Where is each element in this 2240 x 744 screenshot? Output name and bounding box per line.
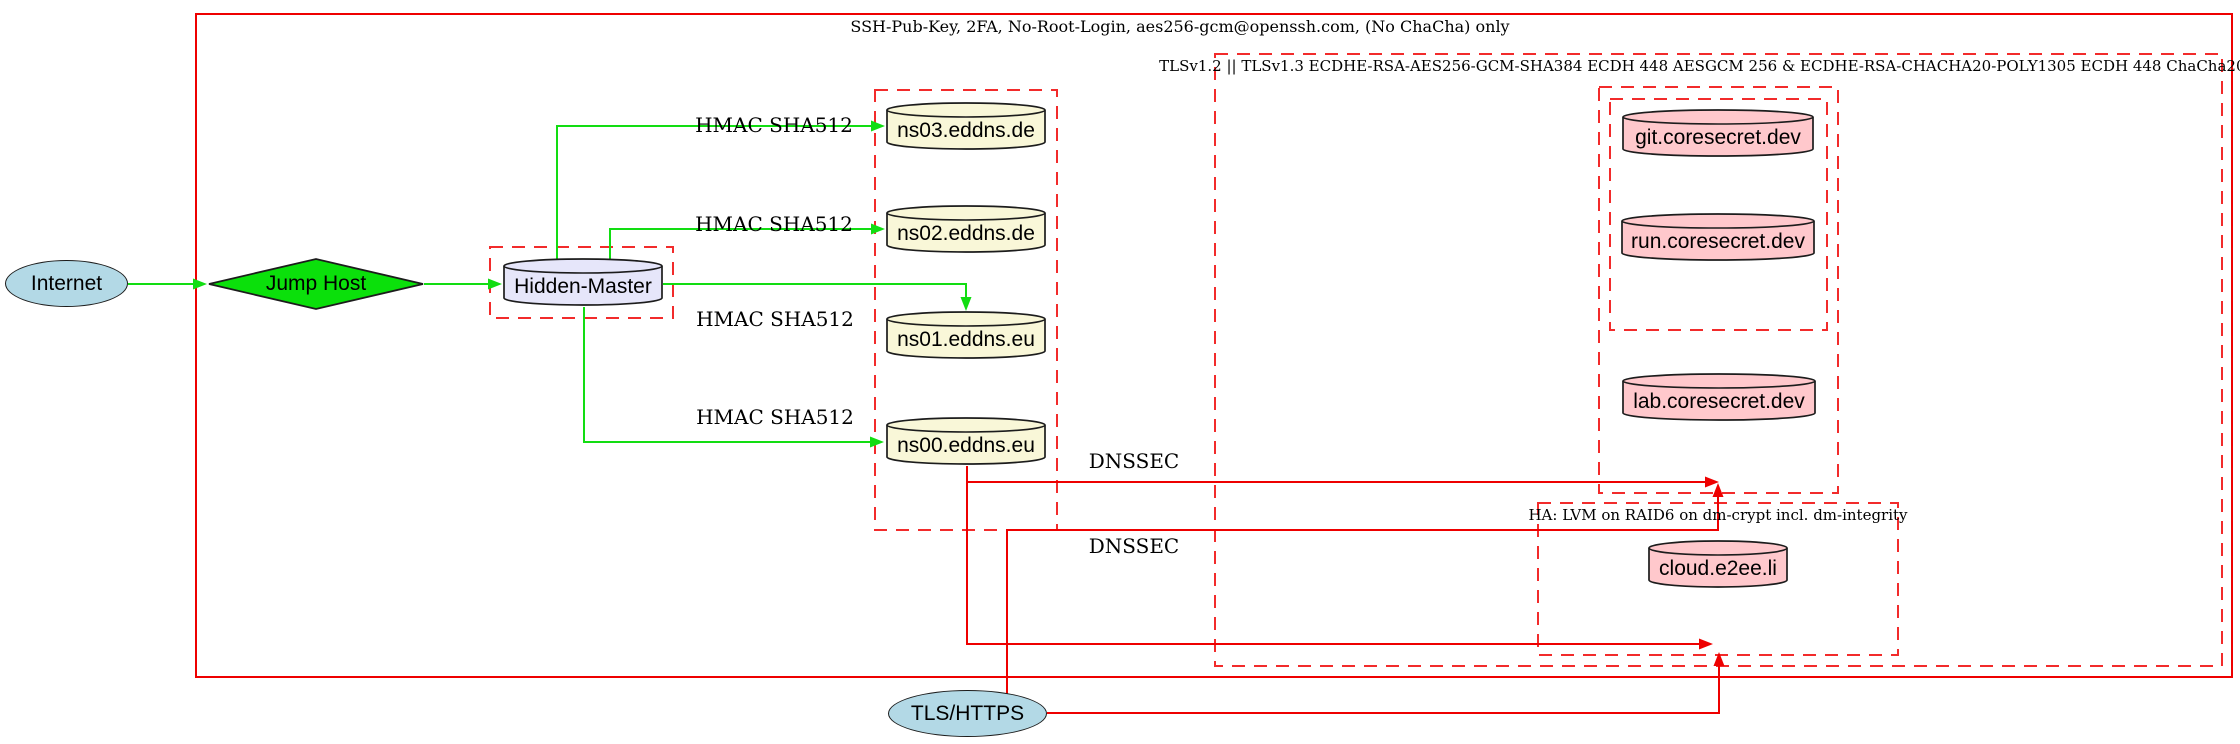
node-run-coresecret-label: run.coresecret.dev bbox=[1631, 229, 1805, 253]
node-jump-host-label: Jump Host bbox=[265, 272, 367, 295]
cylinder-shape bbox=[503, 258, 663, 306]
node-ns01-label: ns01.eddns.eu bbox=[897, 327, 1035, 351]
arrowhead-hiddenmaster-to-ns00 bbox=[870, 436, 884, 448]
cluster-ssh-label: SSH-Pub-Key, 2FA, No-Root-Login, aes256-… bbox=[850, 17, 1510, 36]
edge-dnssec-to-ha bbox=[966, 482, 1699, 645]
arrowhead-hiddenmaster-to-ns01 bbox=[960, 297, 972, 311]
node-internet-label: Internet bbox=[30, 271, 103, 295]
node-tls-https: TLS/HTTPS bbox=[888, 690, 1047, 737]
arrowhead-dnssec-to-coresecret bbox=[1705, 476, 1719, 488]
cylinder-shape bbox=[886, 205, 1046, 253]
cylinder-shape bbox=[1621, 213, 1815, 261]
node-ns01: ns01.eddns.eu bbox=[886, 311, 1046, 359]
edge-label-dnssec-lower: DNSSEC bbox=[1088, 534, 1180, 558]
edge-hiddenmaster-to-ns03 bbox=[556, 125, 871, 259]
arrowhead-jumphost-to-hiddenmaster bbox=[488, 278, 502, 290]
node-run-coresecret: run.coresecret.dev bbox=[1621, 213, 1815, 261]
cluster-ssh-box bbox=[195, 13, 2233, 678]
arrowhead-hiddenmaster-to-ns02 bbox=[871, 223, 885, 235]
node-ns02: ns02.eddns.de bbox=[886, 205, 1046, 253]
node-hidden-master-label: Hidden-Master bbox=[514, 274, 652, 298]
node-jump-host: Jump Host bbox=[208, 258, 424, 310]
edge-label-dnssec-upper: DNSSEC bbox=[1088, 449, 1180, 473]
node-lab-coresecret-label: lab.coresecret.dev bbox=[1633, 389, 1805, 413]
edge-tlshttps-to-coresecret bbox=[1006, 497, 1719, 698]
cluster-ha-label: HA: LVM on RAID6 on dm-crypt incl. dm-in… bbox=[1528, 506, 1908, 524]
node-cloud-e2ee-label: cloud.e2ee.li bbox=[1659, 556, 1777, 580]
cluster-gitrun-box bbox=[1609, 98, 1828, 331]
edge-label-hmac-ns02: HMAC SHA512 bbox=[695, 212, 853, 236]
cylinder-shape bbox=[1622, 373, 1816, 421]
edge-dnssec-to-coresecret bbox=[966, 466, 1705, 483]
edge-hiddenmaster-to-ns00 bbox=[583, 307, 870, 443]
edge-label-hmac-ns00: HMAC SHA512 bbox=[696, 405, 854, 429]
arrowhead-hiddenmaster-to-ns03 bbox=[871, 120, 885, 132]
diamond-shape bbox=[208, 258, 424, 310]
node-hidden-master: Hidden-Master bbox=[503, 258, 663, 306]
edge-tlshttps-to-ha bbox=[1047, 666, 1720, 714]
node-cloud-e2ee: cloud.e2ee.li bbox=[1648, 540, 1788, 588]
node-ns03-label: ns03.eddns.de bbox=[897, 118, 1035, 142]
arrowhead-dnssec-to-ha bbox=[1699, 638, 1713, 650]
node-git-coresecret: git.coresecret.dev bbox=[1622, 109, 1814, 157]
edge-hiddenmaster-to-ns02 bbox=[609, 228, 871, 259]
edge-label-hmac-ns03: HMAC SHA512 bbox=[695, 113, 853, 137]
cylinder-shape bbox=[1648, 540, 1788, 588]
arrowhead-internet-to-jumphost bbox=[193, 278, 207, 290]
node-ns03: ns03.eddns.de bbox=[886, 102, 1046, 150]
node-lab-coresecret: lab.coresecret.dev bbox=[1622, 373, 1816, 421]
edge-hiddenmaster-to-ns01 bbox=[663, 283, 967, 297]
node-git-coresecret-label: git.coresecret.dev bbox=[1635, 125, 1801, 149]
node-ns02-label: ns02.eddns.de bbox=[897, 221, 1035, 245]
cylinder-shape bbox=[886, 102, 1046, 150]
node-tls-https-label: TLS/HTTPS bbox=[910, 701, 1025, 725]
cluster-coresecret-box bbox=[1598, 86, 1839, 494]
cylinder-shape bbox=[886, 417, 1046, 465]
arrowhead-tlshttps-to-coresecret bbox=[1712, 483, 1724, 497]
node-internet: Internet bbox=[5, 260, 128, 307]
cylinder-shape bbox=[1622, 109, 1814, 157]
arrowhead-tlshttps-to-ha bbox=[1713, 652, 1725, 666]
edge-label-hmac-ns01: HMAC SHA512 bbox=[696, 307, 854, 331]
cluster-tls-label: TLSv1.2 || TLSv1.3 ECDHE-RSA-AES256-GCM-… bbox=[1159, 57, 2240, 75]
node-ns00-label: ns00.eddns.eu bbox=[897, 433, 1035, 457]
cylinder-shape bbox=[886, 311, 1046, 359]
node-ns00: ns00.eddns.eu bbox=[886, 417, 1046, 465]
